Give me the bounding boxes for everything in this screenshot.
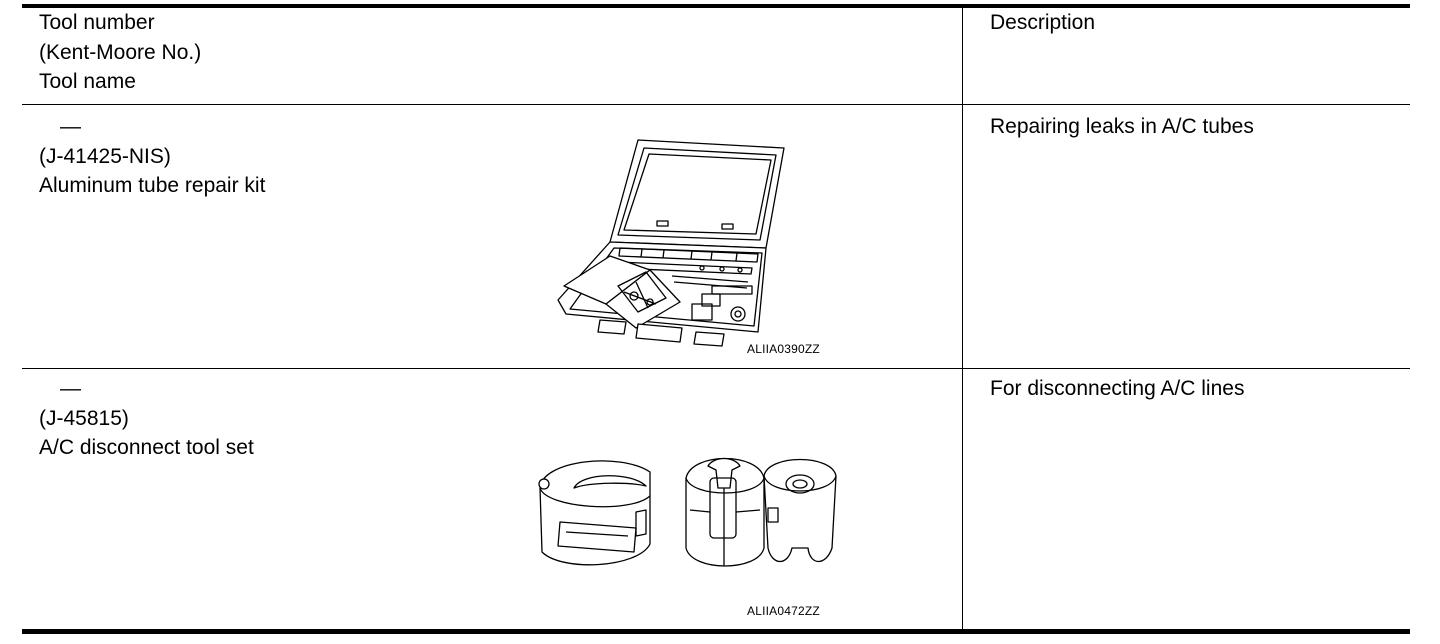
header-tool-column: Tool number (Kent-Moore No.) Tool name — [39, 8, 201, 97]
tool-name: Aluminum tube repair kit — [39, 174, 266, 197]
header-line: Tool name — [39, 70, 136, 93]
header-divider — [22, 104, 1410, 105]
tool-description: Repairing leaks in A/C tubes — [990, 115, 1254, 138]
tool-number: — — [60, 377, 81, 400]
special-service-tools-table: Tool number (Kent-Moore No.) Tool name D… — [22, 0, 1410, 644]
header-line: Tool number — [39, 11, 155, 34]
table-top-rule — [22, 4, 1410, 8]
table-bottom-rule — [22, 629, 1410, 634]
header-line: (Kent-Moore No.) — [39, 40, 202, 64]
header-description: Description — [990, 11, 1096, 34]
kent-moore-number: (J-41425-NIS) — [39, 144, 171, 168]
illustration-code: ALIIA0472ZZ — [747, 604, 820, 618]
kent-moore-number: (J-45815) — [39, 406, 129, 430]
tool-case-illustration — [552, 136, 797, 348]
table-row-tool-info: — (J-41425-NIS) Aluminum tube repair kit — [39, 112, 265, 201]
disconnect-tools-illustration — [520, 448, 846, 574]
column-divider — [962, 8, 963, 629]
table-row-tool-info: — (J-45815) A/C disconnect tool set — [39, 374, 254, 463]
tool-description: For disconnecting A/C lines — [990, 377, 1245, 400]
row-divider — [22, 368, 1410, 369]
illustration-code: ALIIA0390ZZ — [747, 342, 820, 356]
tool-name: A/C disconnect tool set — [39, 436, 254, 459]
tool-number: — — [60, 115, 81, 138]
